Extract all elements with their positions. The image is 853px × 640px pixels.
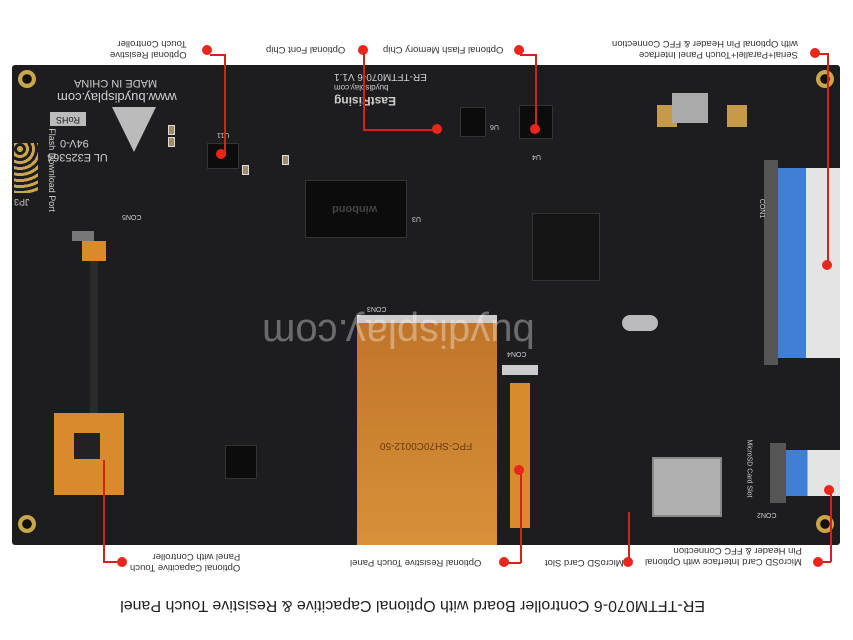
con5-connector	[72, 231, 94, 241]
callout-line	[815, 53, 828, 55]
jp3-pin-header	[14, 143, 38, 193]
con4-connector	[502, 365, 538, 375]
silk-flash-port: Flash Download Port	[46, 128, 57, 212]
crystal-x1	[622, 315, 658, 331]
callout-dot	[810, 48, 820, 58]
capacitor	[282, 155, 289, 165]
callout-text: MicroSD Card Slot	[545, 557, 624, 568]
callout-line	[827, 53, 829, 265]
callout-dot	[530, 124, 540, 134]
silk-fpc: FPC-SH70C0012-50	[380, 440, 473, 451]
regulator	[672, 93, 708, 123]
silk-u4: U4	[532, 153, 541, 160]
silk-website: www.buydisplay.com	[57, 90, 177, 105]
callout-dot	[202, 45, 212, 55]
silk-brand: EastRising	[334, 94, 397, 108]
callout-text: Optional Capacitive Touch	[130, 562, 241, 573]
resistive-flex-tail	[510, 383, 530, 528]
silk-jp3: JP3	[14, 197, 30, 207]
capacitive-flex-tail	[82, 241, 106, 261]
callout-text: Pin Header & FFC Connection	[673, 545, 802, 556]
callout-line	[505, 562, 521, 564]
con1-connector	[764, 160, 778, 365]
callout-text: MicroSD Card Interface with Optional	[645, 556, 802, 567]
tantalum-cap	[727, 105, 747, 127]
callout-line	[210, 54, 225, 56]
capacitive-controller-ic	[74, 433, 100, 459]
silk-ram-brand: winbond	[332, 203, 378, 215]
chip-u3-ram	[305, 180, 407, 238]
silk-model: ER-TFTM070-6 V1.1	[334, 71, 427, 82]
mounting-hole	[816, 70, 834, 88]
silk-con5: CON5	[122, 213, 142, 220]
callout-flash-chip: Optional Flash Memory Chip	[383, 44, 503, 55]
callout-dot	[117, 557, 127, 567]
callout-text: Panel with Controller	[152, 551, 241, 562]
callout-dot	[813, 557, 823, 567]
callout-dot	[822, 260, 832, 270]
chip-u6	[460, 107, 486, 137]
callout-resistive-panel: Optional Resistive Touch Panel	[350, 557, 481, 568]
callout-dot	[358, 45, 368, 55]
microsd-card-slot	[652, 457, 722, 517]
callout-dot	[623, 557, 633, 567]
pcb-board: MADE IN CHINA www.buydisplay.com RoHS 94…	[12, 65, 840, 545]
callout-text: Serial+Parallel+Touch Panel Interface	[638, 49, 798, 60]
silk-ul-rating: 94V-0	[60, 137, 89, 149]
capacitor	[168, 125, 175, 135]
mounting-hole	[18, 70, 36, 88]
callout-text: Touch Controller	[117, 38, 187, 49]
mounting-hole	[18, 515, 36, 533]
callout-line	[224, 54, 226, 154]
watermark: buydisplay.com	[262, 311, 535, 355]
silk-u6: U6	[490, 123, 499, 130]
silk-con1: CON1	[758, 198, 766, 219]
callout-microsd-slot: MicroSD Card Slot	[545, 557, 624, 568]
mounting-hole	[816, 515, 834, 533]
callout-font-chip: Optional Font Chip	[266, 44, 345, 55]
silk-sd-slot: MicroSD Card Slot	[745, 439, 753, 498]
callout-dot	[216, 149, 226, 159]
callout-line	[103, 561, 121, 563]
callout-dot	[499, 557, 509, 567]
callout-line	[103, 460, 105, 562]
silk-made-in: MADE IN CHINA	[74, 77, 158, 89]
silk-con2: CON2	[757, 511, 777, 518]
callout-dot	[514, 465, 524, 475]
callout-line	[363, 129, 438, 131]
callout-dot	[514, 45, 524, 55]
chip-u8	[225, 445, 257, 479]
callout-line	[535, 54, 537, 129]
rohs-badge: RoHS	[50, 112, 86, 126]
callout-text: Optional Font Chip	[266, 44, 346, 55]
callout-line	[363, 54, 365, 130]
con2-connector	[770, 443, 786, 503]
resistive-fpc	[357, 323, 497, 545]
recycle-logo	[112, 107, 156, 152]
silk-u3: U3	[412, 215, 421, 222]
callout-text: Optional Resistive Touch Panel	[350, 557, 482, 568]
chip-controller	[532, 213, 600, 281]
callout-line	[628, 512, 630, 562]
capacitor	[242, 165, 249, 175]
callout-line	[818, 561, 831, 563]
callout-dot	[432, 124, 442, 134]
callout-dot	[824, 485, 834, 495]
callout-text: with Optional Pin Header & FFC Connectio…	[612, 38, 798, 49]
capacitive-flex-cable	[90, 261, 98, 413]
callout-text: Optional Resistive	[110, 49, 187, 60]
callout-line	[520, 54, 536, 56]
callout-text: Optional Flash Memory Chip	[383, 44, 504, 55]
callout-line	[830, 490, 832, 562]
con3-connector	[357, 315, 497, 323]
silk-brand-site: buydisplay.com	[334, 83, 389, 92]
callout-line	[520, 470, 522, 563]
capacitor	[168, 137, 175, 147]
page-title: ER-TFTM070-6 Controller Board with Optio…	[120, 597, 705, 614]
